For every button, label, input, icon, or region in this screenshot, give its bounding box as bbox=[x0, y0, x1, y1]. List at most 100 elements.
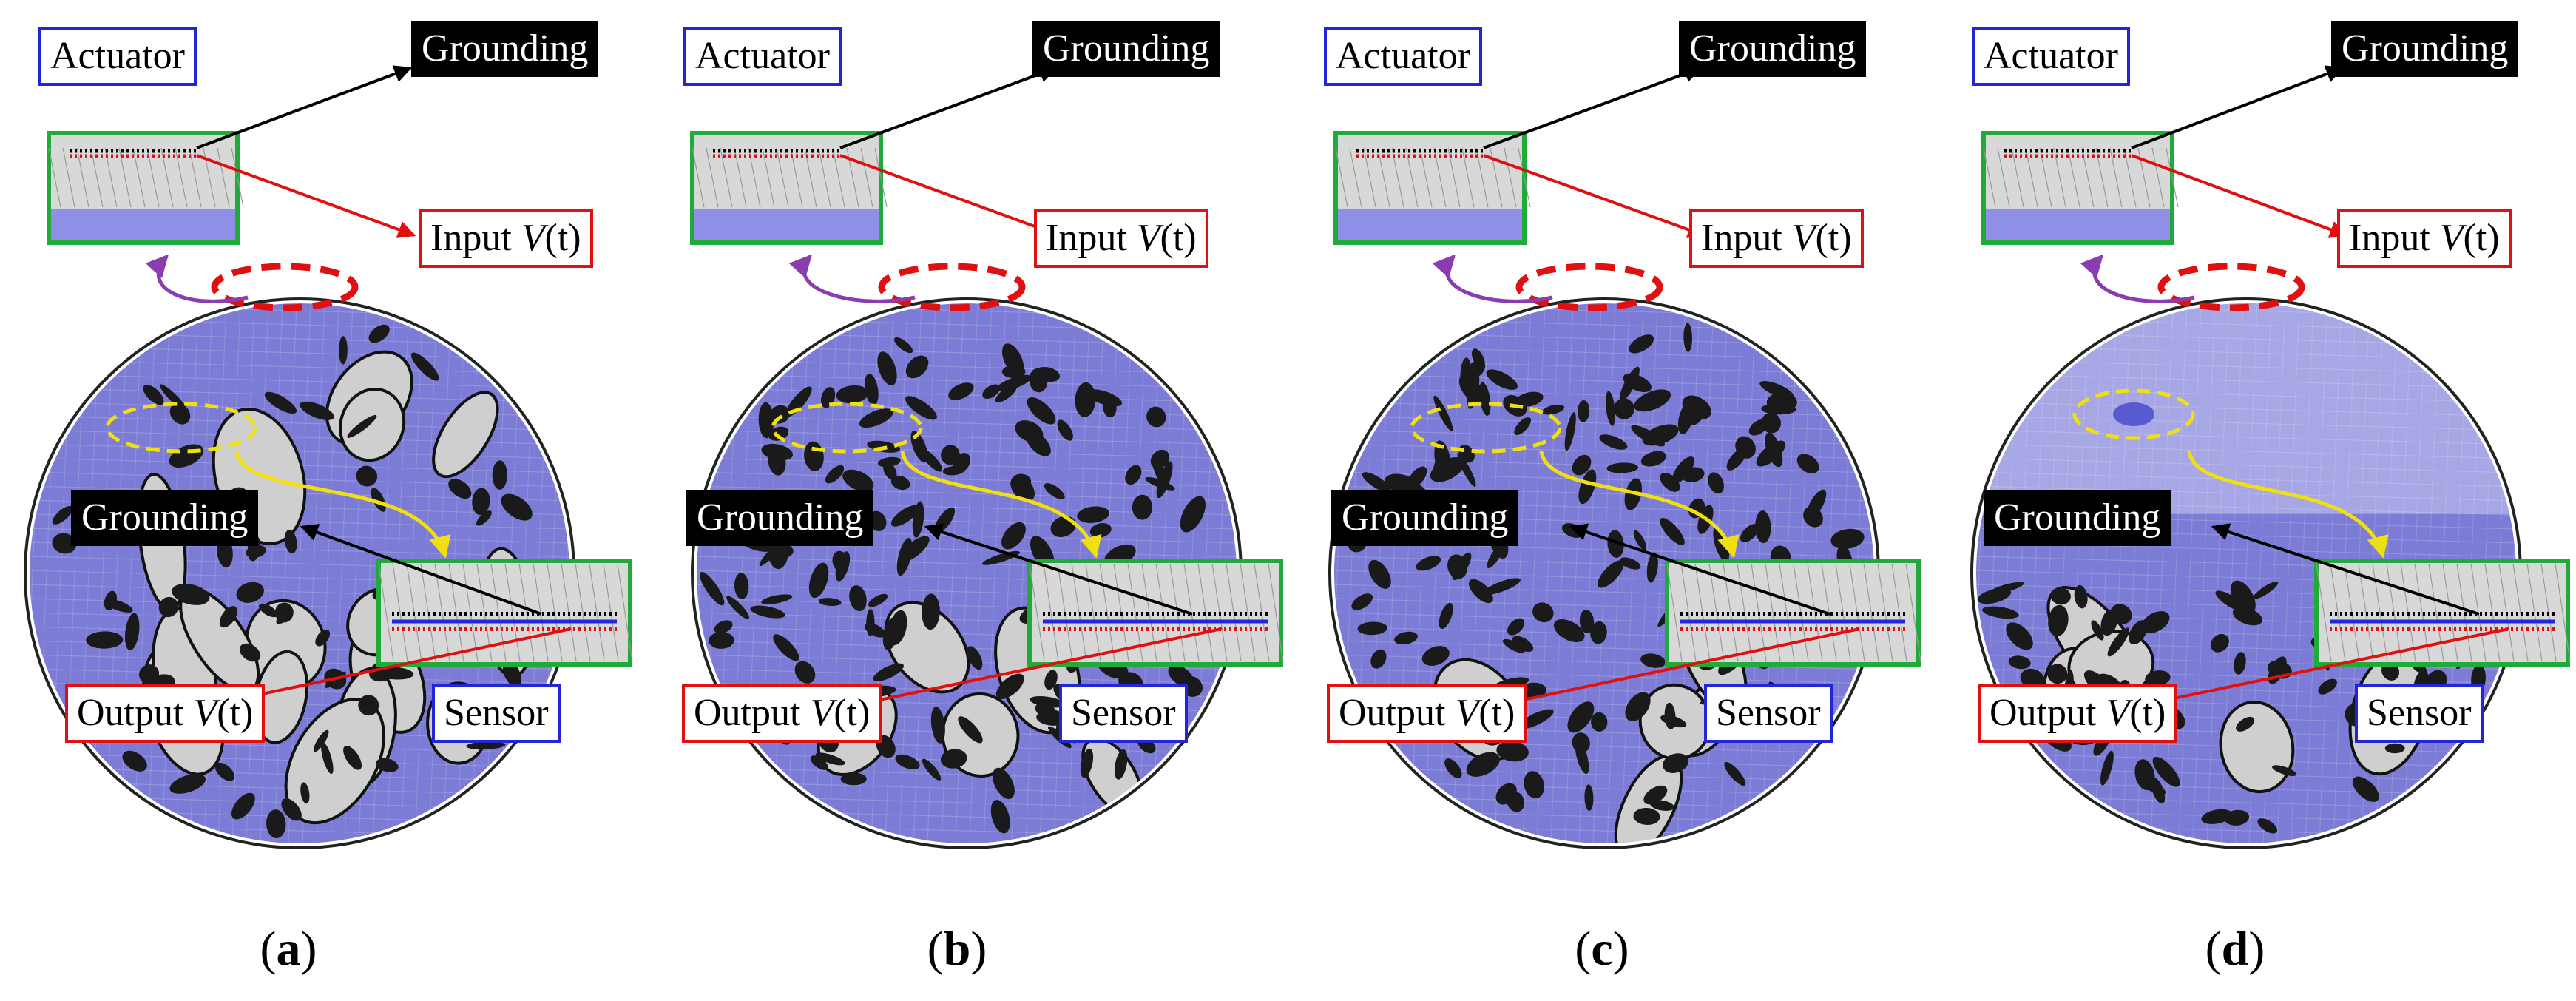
small-pore bbox=[768, 447, 786, 476]
small-pore bbox=[842, 469, 874, 492]
small-pore bbox=[1619, 557, 1641, 570]
small-pore bbox=[1660, 517, 1685, 546]
small-pore bbox=[1146, 406, 1166, 428]
small-pore bbox=[1370, 649, 1387, 669]
large-pore bbox=[432, 391, 499, 479]
sensor-inset bbox=[376, 559, 633, 667]
small-pore bbox=[86, 631, 124, 649]
actuator-label: Actuator bbox=[683, 27, 842, 86]
input-voltage-label: Input V(t) bbox=[1034, 209, 1208, 268]
small-pore bbox=[920, 448, 942, 472]
small-pore bbox=[1057, 419, 1073, 441]
small-pore bbox=[472, 488, 490, 516]
small-pore bbox=[1487, 543, 1504, 568]
sensor-label: Sensor bbox=[1059, 684, 1188, 743]
small-pore bbox=[818, 598, 842, 607]
small-pore bbox=[761, 594, 793, 604]
small-pore bbox=[1524, 771, 1545, 799]
small-pore bbox=[1646, 552, 1658, 583]
small-pore bbox=[873, 663, 904, 681]
small-pore bbox=[1468, 579, 1493, 604]
small-pore bbox=[1606, 462, 1638, 473]
grounding-mid-label: Grounding bbox=[71, 490, 259, 546]
grounding-mid-connector bbox=[924, 523, 1193, 616]
small-pore bbox=[1010, 475, 1035, 502]
grounding-top-connector bbox=[196, 65, 413, 149]
small-pore bbox=[1578, 469, 1597, 505]
small-pore bbox=[1553, 619, 1585, 643]
actuator-location-marker bbox=[878, 263, 1026, 311]
input-connector bbox=[839, 154, 1061, 238]
small-pore bbox=[2008, 655, 2031, 670]
output-connector bbox=[828, 627, 1223, 716]
small-pore bbox=[2050, 587, 2071, 605]
small-pore bbox=[502, 660, 522, 687]
small-pore bbox=[1466, 752, 1500, 777]
small-pore bbox=[1688, 498, 1705, 519]
small-pore bbox=[905, 355, 929, 379]
small-pore bbox=[785, 386, 812, 417]
small-pore bbox=[758, 402, 774, 439]
small-pore bbox=[815, 752, 845, 766]
small-pore bbox=[1625, 692, 1651, 721]
grounding-mid-label: Grounding bbox=[1331, 490, 1519, 546]
small-pore bbox=[1077, 506, 1109, 523]
small-pore bbox=[122, 750, 147, 772]
small-pore bbox=[1759, 381, 1794, 399]
output-voltage-label: Output V(t) bbox=[682, 684, 882, 743]
small-pore bbox=[1471, 348, 1485, 369]
small-pore bbox=[1575, 740, 1589, 775]
small-pore bbox=[1640, 451, 1667, 467]
small-pore bbox=[1708, 472, 1724, 494]
small-pore bbox=[1599, 434, 1628, 450]
small-pore bbox=[2236, 716, 2255, 732]
inset-link-connector bbox=[2080, 254, 2195, 303]
small-pore bbox=[948, 382, 974, 400]
actuator-location-marker bbox=[211, 263, 359, 311]
small-pore bbox=[264, 391, 297, 414]
small-pore bbox=[376, 667, 414, 680]
small-pore bbox=[2107, 627, 2130, 657]
small-pore bbox=[284, 529, 297, 554]
small-pore bbox=[448, 479, 472, 499]
actuator-inset bbox=[47, 131, 244, 245]
small-pore bbox=[990, 800, 1010, 834]
small-pore bbox=[376, 758, 399, 772]
small-pore bbox=[1357, 621, 1387, 636]
small-pore bbox=[2047, 664, 2068, 684]
small-pore bbox=[2318, 678, 2337, 695]
small-pore bbox=[143, 385, 164, 405]
input-connector bbox=[2131, 154, 2348, 238]
small-pore bbox=[2224, 809, 2250, 826]
small-pore bbox=[1089, 523, 1112, 538]
small-pore bbox=[1629, 334, 1654, 354]
output-voltage-label: Output V(t) bbox=[1327, 684, 1527, 743]
panel-c: Actuator Grounding Input V(t) Grounding … bbox=[1290, 0, 1933, 1001]
small-pore bbox=[1518, 709, 1554, 729]
small-pore bbox=[1430, 457, 1464, 482]
small-pore bbox=[794, 661, 816, 684]
small-pore bbox=[1607, 530, 1624, 558]
small-pore bbox=[982, 384, 1001, 400]
small-pore bbox=[1542, 404, 1565, 415]
sensor-location-marker bbox=[771, 402, 923, 454]
small-pore bbox=[859, 408, 893, 428]
small-pore bbox=[476, 510, 492, 526]
small-pore bbox=[1671, 456, 1695, 484]
small-pore bbox=[258, 603, 278, 618]
small-pore bbox=[836, 385, 869, 404]
small-pore bbox=[1572, 454, 1592, 476]
small-pore bbox=[52, 505, 73, 525]
small-pore bbox=[2271, 765, 2297, 776]
small-pore bbox=[1125, 465, 1142, 485]
small-pore bbox=[1114, 749, 1128, 780]
small-pore bbox=[321, 742, 334, 775]
sensor-callout-connector bbox=[2187, 451, 2389, 559]
small-pore bbox=[2074, 584, 2088, 609]
small-pore bbox=[236, 582, 264, 603]
sensor-location-marker bbox=[105, 402, 257, 454]
small-pore bbox=[877, 456, 901, 468]
small-pore bbox=[1044, 483, 1065, 500]
small-pore bbox=[726, 596, 750, 619]
small-pore bbox=[1982, 606, 2019, 619]
